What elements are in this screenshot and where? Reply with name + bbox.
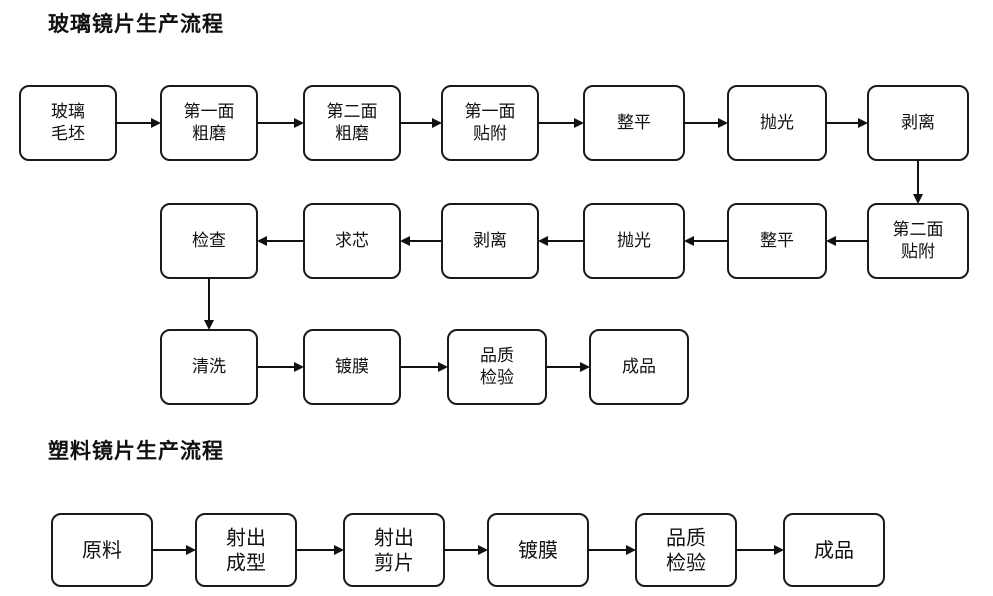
glass-step-inspection-label: 检查 — [192, 231, 226, 251]
glass-step-centering: 求芯 — [303, 203, 401, 279]
glass-step-level-1-label: 整平 — [617, 113, 651, 133]
glass-arrow-11 — [400, 236, 442, 246]
plastic-step-injection-cutting-label: 剪片 — [374, 551, 414, 575]
glass-step-attach-2-frame — [867, 203, 969, 279]
glass-step-polish-2-label: 抛光 — [617, 231, 651, 251]
plastic-step-finished-label: 成品 — [814, 538, 854, 562]
plastic-step-injection-molding-label: 射出 — [226, 526, 266, 550]
plastic-arrow-3 — [444, 545, 488, 555]
glass-arrow-14 — [257, 362, 304, 372]
plastic-step-quality-check-label: 品质 — [666, 526, 706, 550]
glass-arrow-1 — [116, 118, 161, 128]
plastic-arrow-1 — [152, 545, 196, 555]
glass-step-strip-2: 剥离 — [441, 203, 539, 279]
glass-step-rough-grind-1-label: 第一面 — [184, 102, 235, 122]
glass-step-level-2: 整平 — [727, 203, 827, 279]
glass-step-attach-2-label: 第二面 — [893, 220, 944, 240]
glass-step-quality-check-label: 品质 — [480, 346, 514, 366]
glass-step-rough-grind-2-label: 粗磨 — [335, 124, 369, 144]
glass-step-raw-blank-label: 玻璃 — [51, 102, 85, 122]
glass-step-raw-blank-label: 毛坯 — [51, 124, 85, 144]
plastic-step-raw-material-label: 原料 — [82, 538, 122, 562]
glass-arrow-16 — [546, 362, 590, 372]
glass-step-coating: 镀膜 — [303, 329, 401, 405]
glass-step-level-2-label: 整平 — [760, 231, 794, 251]
plastic-step-coating: 镀膜 — [487, 513, 589, 587]
glass-step-finished-label: 成品 — [622, 357, 656, 377]
glass-step-rough-grind-1-frame — [160, 85, 258, 161]
glass-step-rough-grind-2-label: 第二面 — [327, 102, 378, 122]
glass-step-polish-2: 抛光 — [583, 203, 685, 279]
glass-step-strip-1-label: 剥离 — [901, 113, 935, 133]
glass-step-finished: 成品 — [589, 329, 689, 405]
glass-step-quality-check-frame — [447, 329, 547, 405]
plastic-step-raw-material: 原料 — [51, 513, 153, 587]
plastic-step-finished: 成品 — [783, 513, 885, 587]
plastic-step-quality-check-label: 检验 — [666, 551, 706, 575]
glass-step-coating-label: 镀膜 — [335, 357, 369, 377]
glass-step-polish-1: 抛光 — [727, 85, 827, 161]
plastic-arrow-2 — [296, 545, 344, 555]
plastic-arrow-4 — [588, 545, 636, 555]
glass-step-attach-1-label: 第一面 — [465, 102, 516, 122]
glass-arrow-4 — [538, 118, 584, 128]
plastic-step-injection-molding-label: 成型 — [226, 551, 266, 575]
plastic-step-coating-label: 镀膜 — [518, 538, 558, 562]
glass-arrow-13 — [204, 278, 214, 330]
glass-step-attach-2-label: 贴附 — [901, 242, 935, 262]
glass-step-attach-1-label: 贴附 — [473, 124, 507, 144]
glass-step-rough-grind-2-frame — [303, 85, 401, 161]
glass-arrow-12 — [257, 236, 304, 246]
glass-step-strip-1: 剥离 — [867, 85, 969, 161]
plastic-flow-title: 塑料镜片生产流程 — [48, 438, 224, 463]
glass-step-strip-2-label: 剥离 — [473, 231, 507, 251]
glass-step-raw-blank-frame — [19, 85, 117, 161]
glass-step-polish-1-label: 抛光 — [760, 113, 794, 133]
plastic-step-injection-cutting-label: 射出 — [374, 526, 414, 550]
glass-arrow-6 — [826, 118, 868, 128]
glass-step-rough-grind-1-label: 粗磨 — [192, 124, 226, 144]
glass-arrow-9 — [684, 236, 728, 246]
glass-arrow-2 — [257, 118, 304, 128]
glass-step-level-1: 整平 — [583, 85, 685, 161]
glass-step-centering-label: 求芯 — [335, 231, 369, 251]
glass-arrow-10 — [538, 236, 584, 246]
glass-step-attach-1-frame — [441, 85, 539, 161]
glass-flow-title: 玻璃镜片生产流程 — [48, 11, 224, 36]
glass-arrow-15 — [400, 362, 448, 372]
glass-arrow-5 — [684, 118, 728, 128]
glass-step-quality-check-label: 检验 — [480, 368, 514, 388]
glass-step-cleaning: 清洗 — [160, 329, 258, 405]
glass-step-cleaning-label: 清洗 — [192, 357, 226, 377]
glass-arrow-8 — [826, 236, 868, 246]
plastic-arrow-5 — [736, 545, 784, 555]
glass-arrow-7 — [913, 160, 923, 204]
glass-arrow-3 — [400, 118, 442, 128]
glass-step-inspection: 检查 — [160, 203, 258, 279]
